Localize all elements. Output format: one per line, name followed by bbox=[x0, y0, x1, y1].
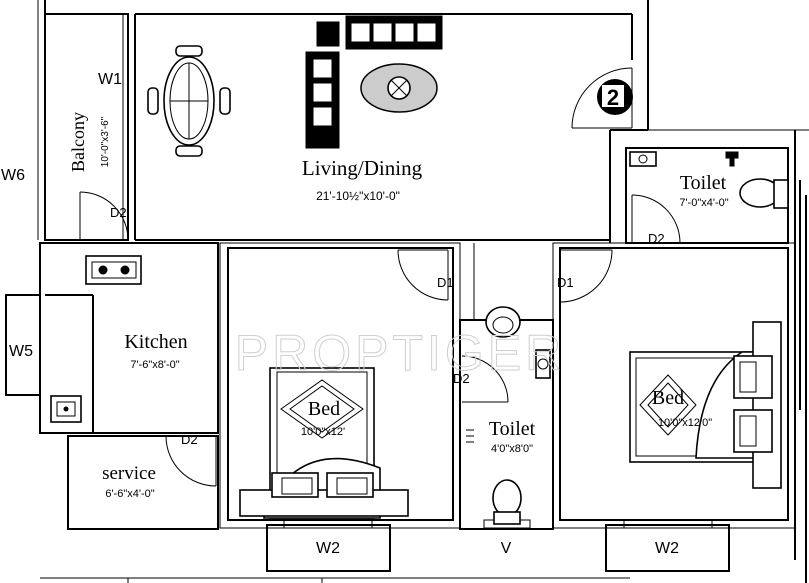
window-w2-left bbox=[266, 524, 391, 572]
toilet-mid-name: Toilet bbox=[489, 418, 536, 440]
door-label-service: D2 bbox=[181, 432, 198, 447]
entrance-marker: 2 bbox=[597, 79, 633, 115]
middle-toilet-fixtures bbox=[466, 306, 551, 525]
toilet-top-dims: 7'-0"x4'-0" bbox=[679, 197, 728, 209]
bed-right-dims: 10'0"x12'0" bbox=[658, 417, 712, 429]
bed-left-name: Bed bbox=[308, 398, 340, 420]
kitchen-fixtures bbox=[50, 255, 142, 423]
coffee-table-icon bbox=[360, 63, 438, 113]
door-label-toilet-mid: D2 bbox=[453, 371, 470, 386]
bed-right-name: Bed bbox=[652, 387, 684, 409]
window-label-w2-right: W2 bbox=[655, 540, 679, 557]
window-w5 bbox=[5, 294, 41, 396]
service-name: service bbox=[102, 463, 156, 484]
window-label-w1: W1 bbox=[98, 71, 122, 88]
entrance-marker-label: 2 bbox=[607, 85, 619, 110]
dining-table-icon bbox=[147, 45, 231, 157]
wc-icon bbox=[492, 479, 522, 517]
door-label-bed-right: D1 bbox=[557, 275, 574, 290]
sofa-set-icon bbox=[305, 15, 443, 149]
living-dining-name: Living/Dining bbox=[302, 156, 423, 180]
kitchen-name: Kitchen bbox=[124, 331, 187, 353]
bed-left-dims: 10'0"x12' bbox=[301, 426, 345, 438]
door-label-balcony: D2 bbox=[110, 205, 127, 220]
stove-icon bbox=[85, 255, 142, 285]
door-swings bbox=[79, 67, 681, 487]
toilet-mid-dims: 4'0"x8'0" bbox=[491, 443, 533, 455]
window-label-v: V bbox=[501, 540, 512, 557]
toilet-top-name: Toilet bbox=[680, 172, 727, 194]
windows bbox=[5, 66, 730, 572]
door-label-toilet-top: D2 bbox=[648, 231, 665, 246]
living-dining-dims: 21'-10½"x10'-0" bbox=[316, 189, 400, 203]
kitchen-dims: 7'-6"x8'-0" bbox=[130, 359, 179, 371]
service-dims: 6'-6"x4'-0" bbox=[105, 488, 154, 500]
window-label-w5: W5 bbox=[9, 343, 33, 360]
watermark: PROPTIGER bbox=[235, 325, 565, 381]
door-label-bed-left: D1 bbox=[437, 275, 454, 290]
window-w2-right bbox=[605, 524, 730, 572]
window-label-w2-left: W2 bbox=[316, 540, 340, 557]
balcony-name: Balcony bbox=[68, 112, 88, 172]
bed-right-icon bbox=[629, 321, 782, 489]
bed-left-icon bbox=[239, 367, 409, 519]
top-toilet-fixtures bbox=[629, 151, 789, 209]
window-label-w6: W6 bbox=[1, 167, 25, 184]
balcony-dims: 10'-0"x3'-6" bbox=[100, 116, 111, 167]
